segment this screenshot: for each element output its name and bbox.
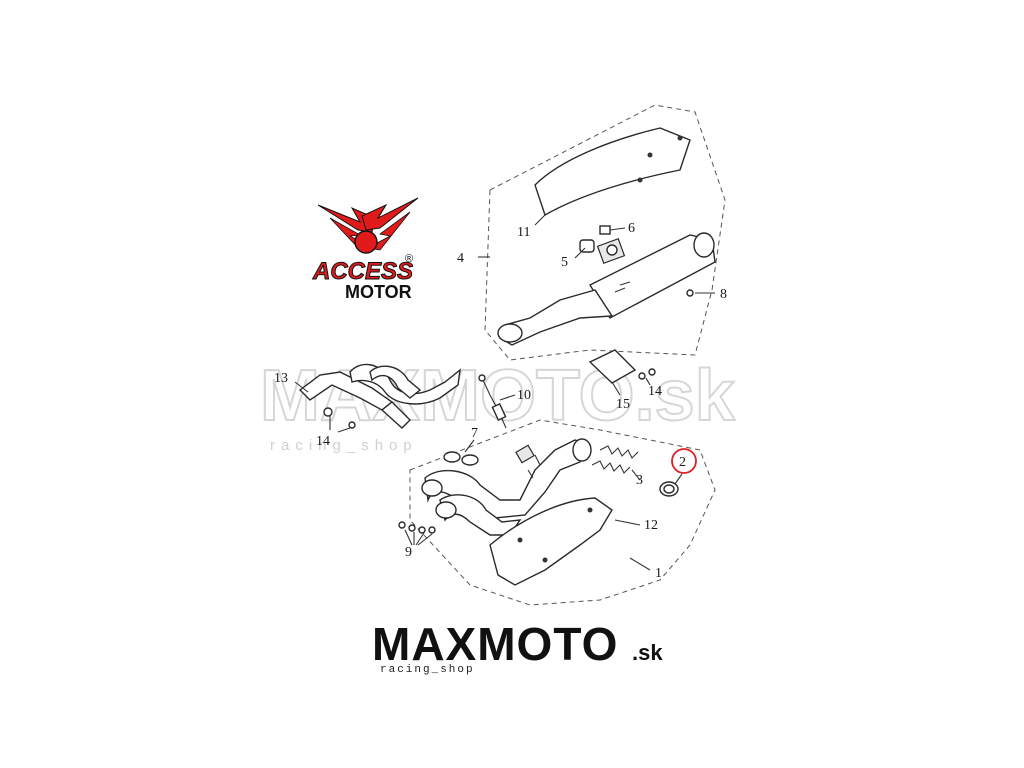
part-8-bolt (686, 289, 694, 297)
leader-2 (674, 473, 683, 485)
part-7-gaskets (443, 439, 479, 466)
part-6-collar (599, 225, 611, 235)
leader-11 (534, 214, 546, 226)
part-12-heat-shield-lower (489, 497, 641, 586)
leader-1 (629, 557, 651, 571)
part-1-header-pipe (421, 438, 592, 536)
upper-assembly-boundary (484, 104, 726, 361)
leader-6 (609, 227, 626, 231)
callout-5: 5 (561, 255, 568, 270)
logo-emblem-icon (354, 230, 378, 254)
brand-main: MAXMOTO (372, 618, 618, 670)
part-9-fasteners (398, 521, 436, 546)
callout-15: 15 (616, 397, 630, 412)
logo-feather-right (366, 211, 411, 251)
part-muffler (497, 232, 716, 346)
callout-2: 2 (679, 455, 686, 470)
callout-8: 8 (720, 287, 727, 302)
part-15-gasket (588, 349, 637, 384)
callout-6: 6 (628, 221, 635, 236)
part-13-header-bracket (294, 363, 461, 429)
callout-13: 13 (274, 371, 288, 386)
brand-sk: .sk (632, 640, 663, 665)
watermark-sub: racing_shop (270, 437, 418, 454)
leader-5 (574, 247, 586, 259)
logo-wing-right (361, 197, 419, 231)
logo-registered-mark: ® (405, 253, 413, 265)
lower-assembly-boundary (409, 419, 716, 606)
part-3-springs (591, 445, 641, 481)
callout-14-right: 14 (648, 384, 662, 399)
part-14-screws-right (638, 368, 656, 386)
callout-3: 3 (636, 473, 643, 488)
leader-15 (611, 381, 621, 396)
maxmoto-brand-footer: MAXMOTO .sk racing_shop (372, 618, 663, 676)
highlight-ring (671, 448, 697, 474)
part-heat-shield-upper (534, 127, 691, 217)
logo-access-word: ACCESS (312, 258, 413, 285)
callout-9: 9 (405, 545, 412, 560)
leader-14-left (329, 416, 351, 433)
watermark-main: MAXMOTO.sk (260, 356, 736, 436)
brand-sub: racing_shop (380, 664, 475, 676)
callout-1: 1 (655, 566, 662, 581)
watermark: MAXMOTO.sk racing_shop (259, 355, 737, 454)
callout-10: 10 (517, 388, 531, 403)
part-2-gasket-ring (659, 481, 679, 497)
logo-motor-word: MOTOR (345, 282, 412, 302)
callout-14-left: 14 (316, 434, 330, 449)
callout-4: 4 (457, 251, 464, 266)
callout-7: 7 (471, 426, 478, 441)
callout-11: 11 (517, 225, 530, 240)
access-motor-logo: ACCESS ® MOTOR (312, 197, 419, 302)
part-10-oxygen-sensor (478, 374, 516, 429)
callout-12: 12 (644, 518, 658, 533)
